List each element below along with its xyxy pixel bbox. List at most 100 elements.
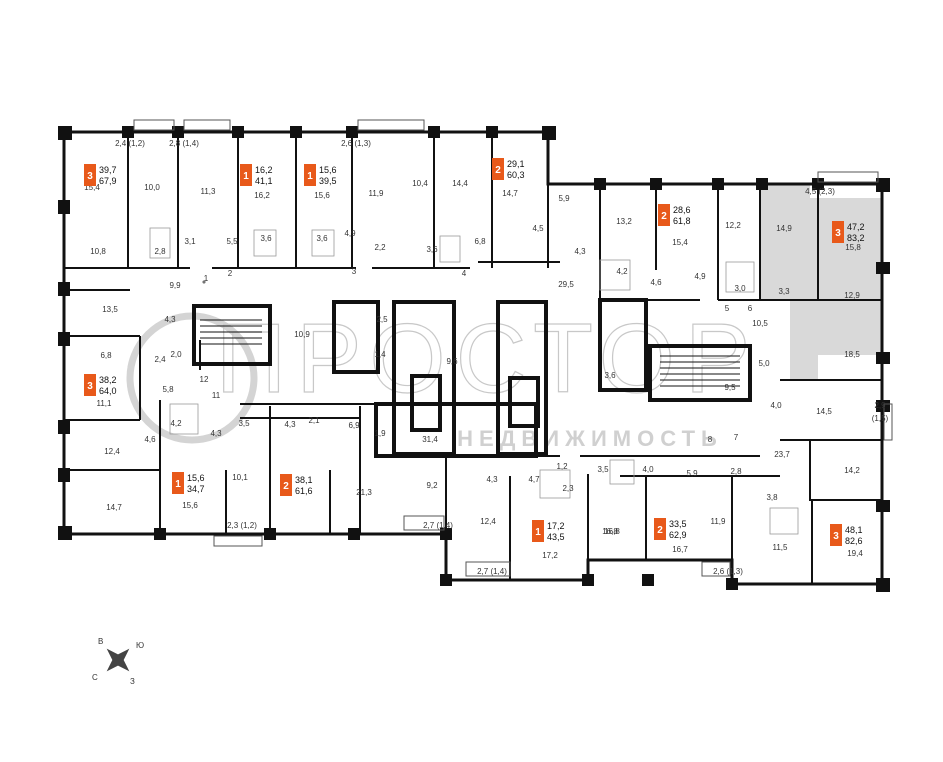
apartment-badge[interactable]: 116,241,1 bbox=[240, 164, 273, 186]
room-area-label: 4,9 bbox=[694, 272, 706, 281]
apartment-badge[interactable]: 348,182,6 bbox=[830, 524, 863, 546]
room-area-label: 5,9 bbox=[686, 469, 698, 478]
living-area: 38,2 bbox=[99, 375, 117, 385]
room-area-label: 15,8 bbox=[845, 243, 861, 252]
room-area-label: 3,5 bbox=[597, 465, 609, 474]
room-area-label: 16,2 bbox=[254, 191, 270, 200]
room-area-label: 14,7 bbox=[106, 503, 122, 512]
room-area-label: 5,8 bbox=[162, 385, 174, 394]
room-area-label: 12,9 bbox=[844, 291, 860, 300]
room-area-label: 2,1 bbox=[308, 416, 320, 425]
room-area-label: 12,4 bbox=[480, 517, 496, 526]
room-count: 3 bbox=[833, 531, 839, 542]
living-area: 38,1 bbox=[295, 475, 313, 485]
room-area-label: 15,4 bbox=[84, 183, 100, 192]
apartment-badge[interactable]: 3 39,767,9 bbox=[84, 164, 117, 186]
apartment-badge[interactable]: 228,661,8 bbox=[658, 204, 691, 226]
total-area: 41,1 bbox=[255, 176, 273, 186]
room-area-label: 5,5 bbox=[226, 237, 238, 246]
apartment-badge[interactable]: 229,160,3 bbox=[492, 158, 525, 180]
watermark-subtitle: НЕДВИЖИМОСТЬ bbox=[457, 426, 723, 451]
room-area-label: 4,3 bbox=[486, 475, 498, 484]
total-area: 64,0 bbox=[99, 386, 117, 396]
room-area-label: 8 bbox=[708, 435, 713, 444]
room-count: 3 bbox=[87, 171, 93, 182]
living-area: 39,7 bbox=[99, 165, 117, 175]
room-area-label: 17,2 bbox=[542, 551, 558, 560]
room-area-label: 3,0 bbox=[734, 284, 746, 293]
room-area-label: 11,9 bbox=[369, 189, 385, 198]
room-area-label: 4,3 bbox=[164, 315, 176, 324]
room-area-label: 16,8 bbox=[604, 527, 620, 536]
apartment-badge[interactable]: 115,634,7 bbox=[172, 472, 205, 494]
room-area-label: 7 bbox=[734, 433, 739, 442]
apartment-badge[interactable]: 117,243,5 bbox=[532, 520, 565, 542]
room-area-label: 6,8 bbox=[100, 351, 112, 360]
room-area-label: 12,4 bbox=[104, 447, 120, 456]
room-area-label: 10,4 bbox=[412, 179, 428, 188]
room-area-label: 6,9 bbox=[348, 421, 360, 430]
selected-apartment-highlight bbox=[760, 184, 882, 380]
room-area-label: 2,4 bbox=[154, 355, 166, 364]
room-count-badge bbox=[532, 520, 544, 542]
room-area-label: 2,8 bbox=[730, 467, 742, 476]
room-area-label: 9,9 bbox=[169, 281, 181, 290]
watermark: ПРОСТОР НЕДВИЖИМОСТЬ bbox=[126, 302, 751, 451]
room-count-badge bbox=[830, 524, 842, 546]
room-area-label: 4,9 bbox=[344, 229, 356, 238]
apartment-badge[interactable]: 338,264,0 bbox=[84, 374, 117, 396]
living-area: 17,2 bbox=[547, 521, 565, 531]
room-area-label: 4,6 bbox=[144, 435, 156, 444]
room-area-label: 9,6 bbox=[446, 357, 458, 366]
room-area-label: 2,6 (1,3) bbox=[713, 567, 743, 576]
room-area-label: 6 bbox=[748, 304, 753, 313]
room-area-label: 3,6 bbox=[260, 234, 272, 243]
room-area-label: 3,1 bbox=[184, 237, 196, 246]
room-count: 1 bbox=[535, 527, 541, 538]
room-area-label: 14,2 bbox=[844, 466, 860, 475]
room-area-label: 14,9 bbox=[776, 224, 792, 233]
room-area-label: 13,5 bbox=[102, 305, 118, 314]
fixtures bbox=[149, 227, 799, 535]
apartment-badge[interactable]: 115,639,5 bbox=[304, 164, 337, 186]
apartment-badge[interactable]: 238,161,6 bbox=[280, 474, 313, 496]
compass-needle-icon bbox=[106, 648, 130, 672]
room-area-label: 11 bbox=[212, 391, 221, 400]
room-area-label: 4,5 bbox=[532, 224, 544, 233]
room-count: 2 bbox=[661, 211, 667, 222]
room-area-label: 1,2 bbox=[556, 462, 568, 471]
room-area-label: 3,8 bbox=[766, 493, 778, 502]
room-area-label: 2,4 (1,2) bbox=[115, 139, 145, 148]
room-area-label: 3,6 bbox=[604, 371, 616, 380]
apartment-badge[interactable]: 347,283,2 bbox=[832, 221, 865, 243]
total-area: 62,9 bbox=[669, 530, 687, 540]
room-area-label: 16,8 bbox=[602, 527, 618, 536]
living-area: 15,6 bbox=[187, 473, 205, 483]
compass: В Ю С З bbox=[92, 637, 144, 686]
room-area-label: 5,0 bbox=[758, 359, 770, 368]
room-area-label: 4,3 bbox=[284, 420, 296, 429]
room-area-label: 2,0 bbox=[170, 350, 182, 359]
building-core bbox=[192, 298, 752, 458]
living-area: 16,2 bbox=[255, 165, 273, 175]
room-area-label: 1,4 bbox=[374, 350, 386, 359]
room-count: 1 bbox=[307, 171, 313, 182]
room-area-label: 2,5 bbox=[376, 315, 388, 324]
compass-w: С bbox=[92, 673, 98, 682]
room-area-label: 9,2 bbox=[426, 481, 438, 490]
room-count: 3 bbox=[835, 228, 841, 239]
room-count-badge bbox=[240, 164, 252, 186]
room-count: 2 bbox=[495, 165, 501, 176]
room-area-label: 2,7 (1,4) bbox=[477, 567, 507, 576]
room-area-label: 4,5 (2,3) bbox=[805, 187, 835, 196]
total-area: 67,9 bbox=[99, 176, 117, 186]
room-area-label: 2,3 (1,2) bbox=[227, 521, 257, 530]
room-area-label: 10,9 bbox=[294, 330, 310, 339]
apartment-badge[interactable]: 233,562,9 bbox=[654, 518, 687, 540]
room-count: 2 bbox=[283, 481, 289, 492]
room-area-label: 3,5 bbox=[238, 419, 250, 428]
room-area-label: 4,0 bbox=[770, 401, 782, 410]
